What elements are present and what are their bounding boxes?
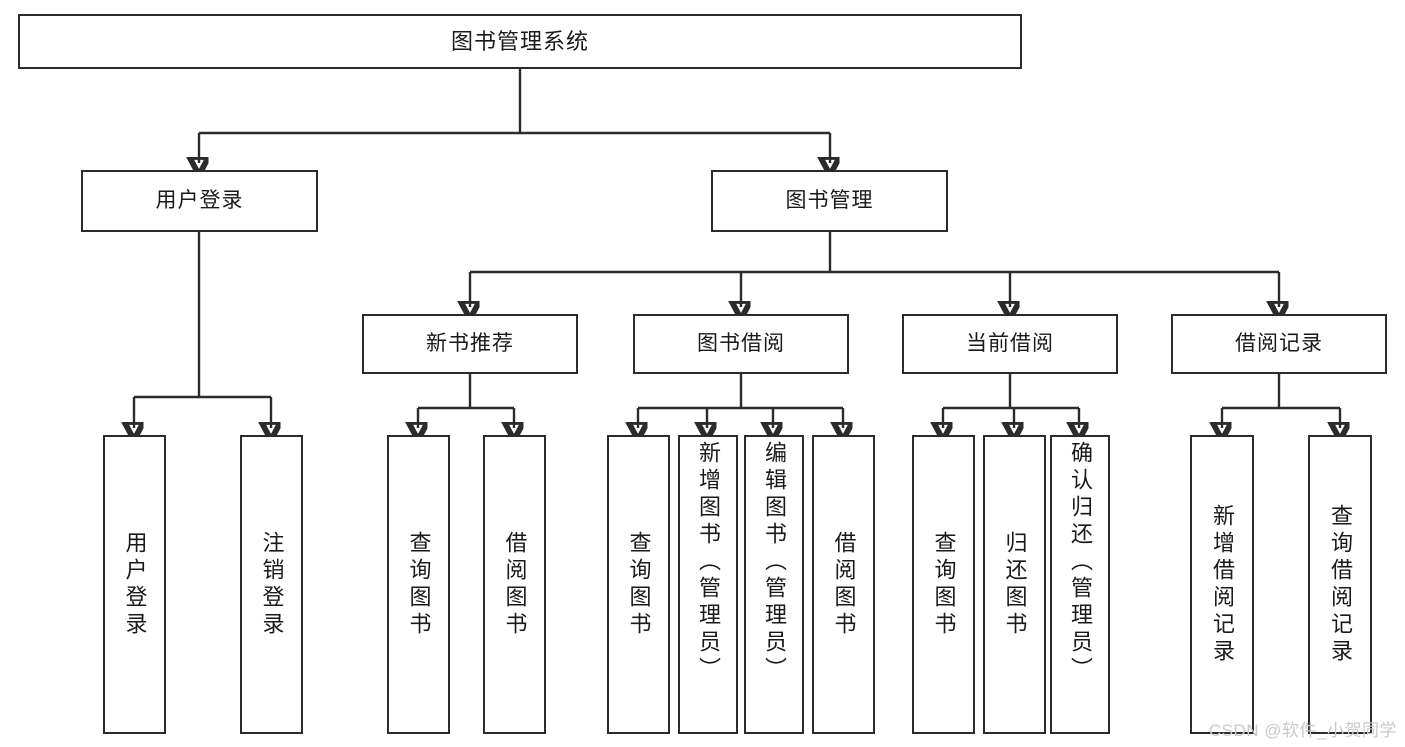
node-leaf-add-book-label: 新增图书（管理员） — [696, 441, 721, 684]
node-leaf-add-book[interactable]: 新增图书（管理员） — [678, 435, 738, 734]
node-user-login-label: 用户登录 — [155, 188, 244, 212]
node-leaf-user-login[interactable]: 用户登录 — [103, 435, 166, 734]
node-borrow-record[interactable]: 借阅记录 — [1171, 314, 1387, 374]
node-root[interactable]: 图书管理系统 — [18, 14, 1022, 69]
node-leaf-user-logout-label: 注销登录 — [259, 530, 285, 639]
node-leaf-user-logout[interactable]: 注销登录 — [240, 435, 303, 734]
node-root-label: 图书管理系统 — [450, 28, 589, 54]
node-new-book-rec[interactable]: 新书推荐 — [362, 314, 578, 374]
node-leaf-confirm-return[interactable]: 确认归还（管理员） — [1050, 435, 1110, 734]
node-new-book-rec-label: 新书推荐 — [426, 331, 514, 355]
node-current-borrow[interactable]: 当前借阅 — [902, 314, 1118, 374]
node-book-borrow[interactable]: 图书借阅 — [633, 314, 849, 374]
node-leaf-query-book-3-label: 查询图书 — [931, 530, 957, 639]
node-book-borrow-label: 图书借阅 — [697, 331, 785, 355]
node-leaf-add-record[interactable]: 新增借阅记录 — [1190, 435, 1254, 734]
node-leaf-edit-book-label: 编辑图书（管理员） — [762, 441, 787, 684]
node-leaf-borrow-book-1[interactable]: 借阅图书 — [483, 435, 546, 734]
node-leaf-borrow-book-1-label: 借阅图书 — [502, 530, 528, 639]
node-leaf-user-login-label: 用户登录 — [122, 530, 148, 639]
node-leaf-return-book[interactable]: 归还图书 — [983, 435, 1046, 734]
node-borrow-record-label: 借阅记录 — [1235, 331, 1323, 355]
node-leaf-query-record[interactable]: 查询借阅记录 — [1308, 435, 1372, 734]
node-book-manage-label: 图书管理 — [785, 188, 874, 212]
node-user-login[interactable]: 用户登录 — [81, 170, 318, 232]
node-book-manage[interactable]: 图书管理 — [711, 170, 948, 232]
node-leaf-query-book-1-label: 查询图书 — [406, 530, 432, 639]
node-leaf-add-record-label: 新增借阅记录 — [1210, 503, 1235, 666]
node-leaf-query-book-2[interactable]: 查询图书 — [607, 435, 670, 734]
node-leaf-query-book-3[interactable]: 查询图书 — [912, 435, 975, 734]
node-leaf-edit-book[interactable]: 编辑图书（管理员） — [744, 435, 804, 734]
csdn-watermark: CSDN @软件_小贺同学 — [1208, 721, 1397, 740]
node-leaf-borrow-book-2[interactable]: 借阅图书 — [812, 435, 875, 734]
node-leaf-query-record-label: 查询借阅记录 — [1328, 503, 1353, 666]
node-leaf-return-book-label: 归还图书 — [1002, 530, 1028, 639]
node-leaf-confirm-return-label: 确认归还（管理员） — [1068, 441, 1093, 684]
node-leaf-borrow-book-2-label: 借阅图书 — [831, 530, 857, 639]
node-leaf-query-book-2-label: 查询图书 — [626, 530, 652, 639]
node-current-borrow-label: 当前借阅 — [966, 331, 1054, 355]
node-leaf-query-book-1[interactable]: 查询图书 — [387, 435, 450, 734]
